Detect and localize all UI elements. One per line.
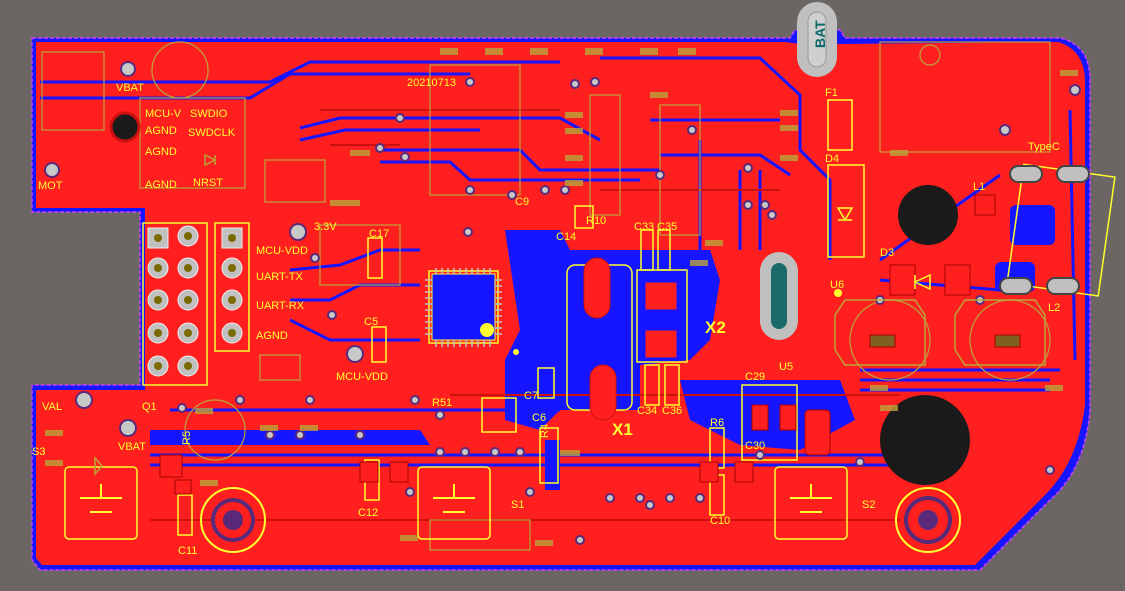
vbat-bottom-label: VBAT — [118, 441, 146, 453]
diode-symbols — [94, 153, 931, 476]
bat-label: BAT — [812, 20, 828, 48]
designator-f1: F1 — [825, 87, 838, 99]
agnd-label-1: AGND — [145, 125, 177, 137]
uart-tx-label: UART-TX — [256, 271, 304, 283]
designator-c33: C33 — [634, 221, 654, 233]
mcu-vdd-label: MCU-VDD — [256, 245, 308, 257]
designator-c34: C34 — [637, 405, 657, 417]
designator-r4: R4 — [539, 424, 551, 438]
nrst-label: NRST — [193, 177, 223, 189]
agnd-pin-label: AGND — [256, 330, 288, 342]
designator-c5: C5 — [364, 316, 378, 328]
mot-label: MOT — [38, 180, 63, 192]
designator-c11: C11 — [178, 545, 197, 557]
mcu-v-label: MCU-V — [145, 108, 182, 120]
swdclk-label: SWDCLK — [188, 127, 236, 139]
mounting-holes — [109, 111, 970, 553]
designator-d3: D3 — [880, 247, 894, 259]
uart-rx-label: UART-RX — [256, 300, 305, 312]
bottom-silk-marks — [45, 48, 1078, 546]
typec-pads — [999, 165, 1090, 295]
pin1-marker-2 — [513, 349, 519, 355]
crystal-x1 — [583, 257, 617, 421]
designator-c12: C12 — [358, 507, 378, 519]
designator-x2: X2 — [705, 318, 726, 337]
designator-c7: C7 — [524, 390, 538, 402]
designator-c17: C17 — [369, 228, 389, 240]
designator-u5: U5 — [779, 361, 793, 373]
designator-l1: L1 — [973, 181, 985, 193]
silk-text-labels: 20210713 VBAT MOT MCU-V SWDIO AGND SWDCL… — [38, 20, 1060, 453]
pin1-marker — [834, 289, 842, 297]
pin-header-pads — [147, 225, 243, 377]
mcu-vdd-bottom-label: MCU-VDD — [336, 371, 388, 383]
designator-c30: C30 — [745, 440, 765, 452]
designator-r5: R5 — [181, 431, 193, 445]
designator-r6: R6 — [710, 417, 724, 429]
typec-label: TypeC — [1028, 141, 1060, 153]
designator-s1: S1 — [511, 499, 524, 511]
designator-c36: C36 — [662, 405, 682, 417]
capacitor-outlines — [834, 299, 1046, 366]
silk-highlights — [64, 99, 1116, 540]
designator-c35: C35 — [657, 221, 677, 233]
designator-c6: C6 — [532, 412, 546, 424]
designator-x1: X1 — [612, 420, 633, 439]
date-code-label: 20210713 — [407, 77, 456, 89]
designator-r51: R51 — [432, 397, 452, 409]
designator-c14: C14 — [556, 231, 576, 243]
designator-labels: C17 C5 C7 C6 C9 C14 C33 C35 C34 C36 C29 … — [32, 87, 1060, 557]
swdio-label: SWDIO — [190, 108, 228, 120]
designator-s3: S3 — [32, 446, 45, 458]
designator-d4: D4 — [825, 153, 839, 165]
smd-pads — [159, 194, 1021, 495]
designator-u6: U6 — [830, 279, 844, 291]
crystal-x2 — [644, 281, 678, 359]
designator-q1: Q1 — [142, 401, 157, 413]
agnd-label-2: AGND — [145, 146, 177, 158]
designator-s2: S2 — [862, 499, 875, 511]
v33-label: 3.3V — [314, 221, 337, 233]
designator-c9: C9 — [515, 196, 529, 208]
designator-c29: C29 — [745, 371, 765, 383]
battery-slot — [760, 2, 837, 340]
designator-r10: R10 — [586, 215, 606, 227]
val-label: VAL — [42, 401, 62, 413]
designator-l2: L2 — [1048, 302, 1060, 314]
agnd-label-3: AGND — [145, 179, 177, 191]
switch-symbols — [80, 484, 832, 513]
vbat-top-label: VBAT — [116, 82, 144, 94]
designator-c10: C10 — [710, 515, 730, 527]
mcu-chip — [425, 268, 502, 347]
vias — [44, 61, 1081, 545]
